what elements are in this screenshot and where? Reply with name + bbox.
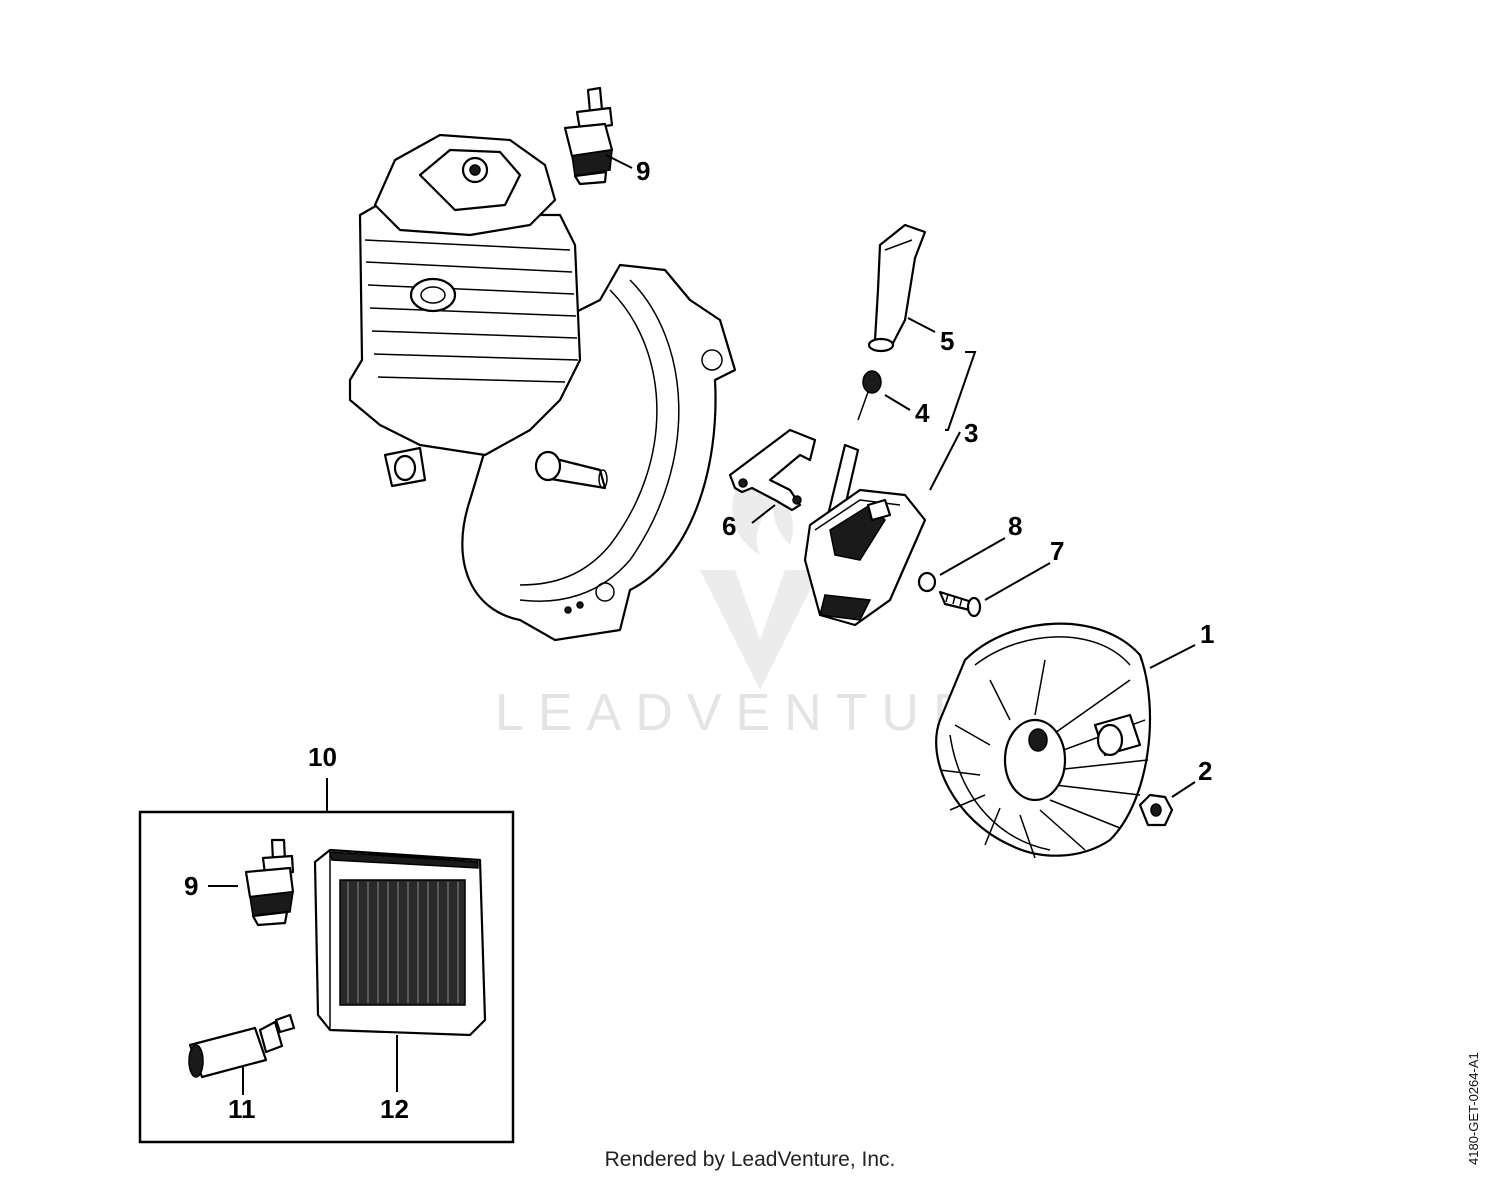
callout-7: 7	[1050, 536, 1064, 566]
callout-1: 1	[1200, 619, 1214, 649]
callout-11: 11	[228, 1094, 256, 1124]
flywheel: 1	[935, 619, 1214, 859]
service-kit: 10 9	[138, 742, 515, 1144]
callout-6: 6	[722, 511, 736, 541]
kit-fuel-filter: 11	[188, 1013, 296, 1124]
rendered-by-footer: Rendered by LeadVenture, Inc.	[604, 1148, 896, 1171]
hex-nut: 2	[1138, 756, 1212, 827]
fuel-filter-icon	[188, 1013, 296, 1079]
kit-air-filter: 12	[313, 848, 487, 1124]
callout-5: 5	[940, 326, 954, 356]
ignition-module	[803, 443, 927, 627]
callout-4: 4	[915, 398, 930, 428]
flywheel-icon	[935, 622, 1152, 859]
leadventure-watermark: LEADVENTURE	[495, 470, 1033, 742]
ignition-module-icon	[803, 443, 927, 627]
engine-cylinder-assembly	[348, 133, 737, 642]
callout-3: 3	[964, 418, 978, 448]
callout-10: 10	[308, 742, 337, 772]
callout-8: 8	[1008, 511, 1022, 541]
callout-2: 2	[1198, 756, 1212, 786]
spring-contact: 4	[857, 370, 930, 428]
bracket-3: 3	[929, 351, 978, 491]
spark-plug-top: 9	[563, 86, 650, 186]
callout-9-top: 9	[636, 156, 650, 186]
screw: 7	[938, 536, 1064, 618]
callout-9-kit: 9	[184, 871, 198, 901]
spark-plug-icon	[563, 86, 614, 186]
diagram-reference-code: 4180-GET-0264-A1	[1466, 1052, 1481, 1165]
kit-frame	[138, 810, 515, 1144]
kit-spark-plug: 9	[184, 838, 295, 927]
watermark-text: LEADVENTURE	[495, 684, 1033, 742]
watermark-logo-icon	[700, 570, 820, 690]
retaining-clip: 6	[722, 428, 817, 541]
air-filter-icon	[313, 848, 487, 1037]
callout-12: 12	[380, 1094, 409, 1124]
washer: 8	[917, 511, 1022, 593]
spark-plug-icon	[244, 838, 295, 927]
spark-plug-boot: 5	[867, 223, 954, 356]
